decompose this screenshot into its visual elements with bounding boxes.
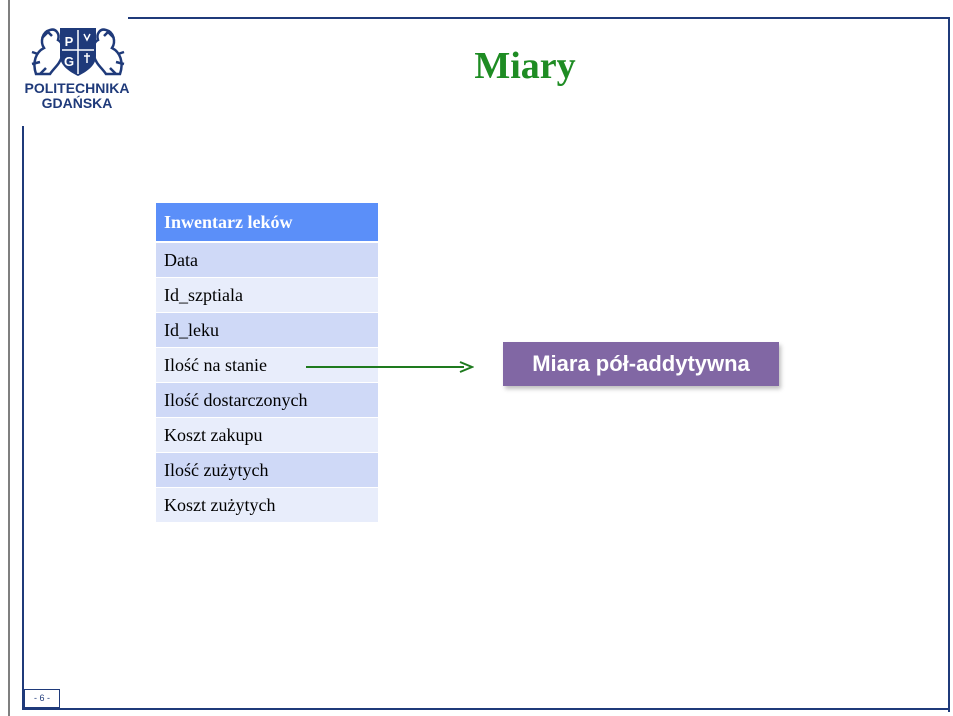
table-row-ilosc-na-stanie: Ilość na stanie [156, 348, 378, 383]
measures-table: Inwentarz leków Data Id_szptiala Id_leku… [156, 203, 378, 523]
logo-text-line1: POLITECHNIKA [24, 80, 130, 96]
svg-text:P: P [65, 34, 74, 49]
logo-text-line2: GDAŃSKA [41, 95, 113, 111]
table-header: Inwentarz leków [156, 203, 378, 243]
table-row-id-szpitala: Id_szptiala [156, 278, 378, 313]
table-row-ilosc-dostarczonych: Ilość dostarczonych [156, 383, 378, 418]
page-number: - 6 - [24, 689, 60, 708]
frame-outer-left-line [8, 0, 10, 716]
slide-title: Miary [474, 45, 576, 87]
frame-top-line [128, 17, 950, 19]
frame-right-line [948, 17, 950, 712]
table-row-koszt-zakupu: Koszt zakupu [156, 418, 378, 453]
frame-left-line [22, 126, 24, 710]
frame-bottom-line [22, 708, 950, 710]
table-row-id-leku: Id_leku [156, 313, 378, 348]
table-row-data: Data [156, 243, 378, 278]
arrow-right-icon [306, 361, 474, 373]
semi-additive-measure-box: Miara pół-addytywna [503, 342, 779, 386]
svg-text:G: G [64, 54, 74, 69]
crest-icon: P G [31, 28, 125, 76]
table-row-koszt-zuzytych: Koszt zużytych [156, 488, 378, 523]
university-logo: P G POLITECHNIKA GDAŃSKA [18, 22, 136, 122]
table-row-ilosc-zuzytych: Ilość zużytych [156, 453, 378, 488]
